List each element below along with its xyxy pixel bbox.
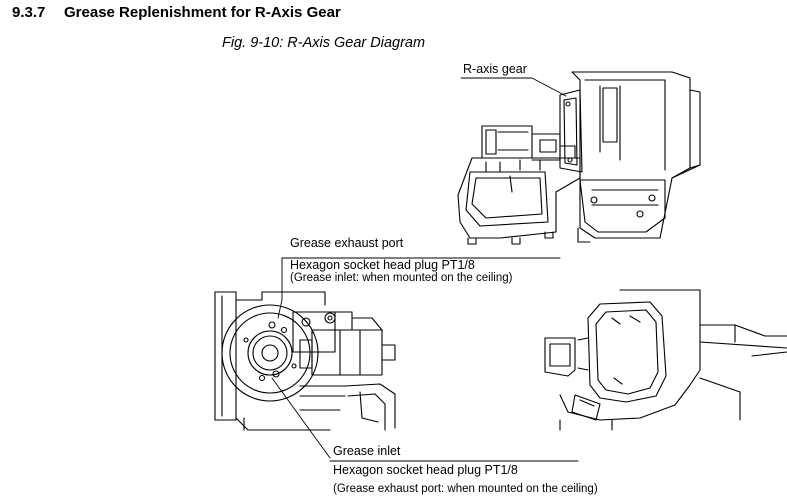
grease-exhaust-port-label: Grease exhaust port bbox=[290, 236, 404, 250]
section-title: Grease Replenishment for R-Axis Gear bbox=[64, 4, 341, 21]
plug-bottom-label: Hexagon socket head plug PT1/8 bbox=[333, 463, 518, 477]
plug-top-label: Hexagon socket head plug PT1/8 bbox=[290, 258, 475, 272]
bottom-left-view-drawing bbox=[215, 292, 395, 430]
top-view-drawing bbox=[458, 72, 700, 244]
plug-top-note: (Grease inlet: when mounted on the ceili… bbox=[290, 272, 513, 284]
plug-bottom-note: (Grease exhaust port: when mounted on th… bbox=[333, 483, 598, 495]
r-axis-gear-label: R-axis gear bbox=[463, 62, 527, 76]
leader-lines bbox=[272, 78, 578, 461]
figure-caption: Fig. 9-10: R-Axis Gear Diagram bbox=[222, 35, 426, 51]
section-heading: 9.3.7 Grease Replenishment for R-Axis Gea… bbox=[12, 4, 341, 21]
bottom-right-view-drawing bbox=[545, 290, 787, 430]
grease-inlet-label: Grease inlet bbox=[333, 444, 401, 458]
section-number: 9.3.7 bbox=[12, 4, 46, 21]
